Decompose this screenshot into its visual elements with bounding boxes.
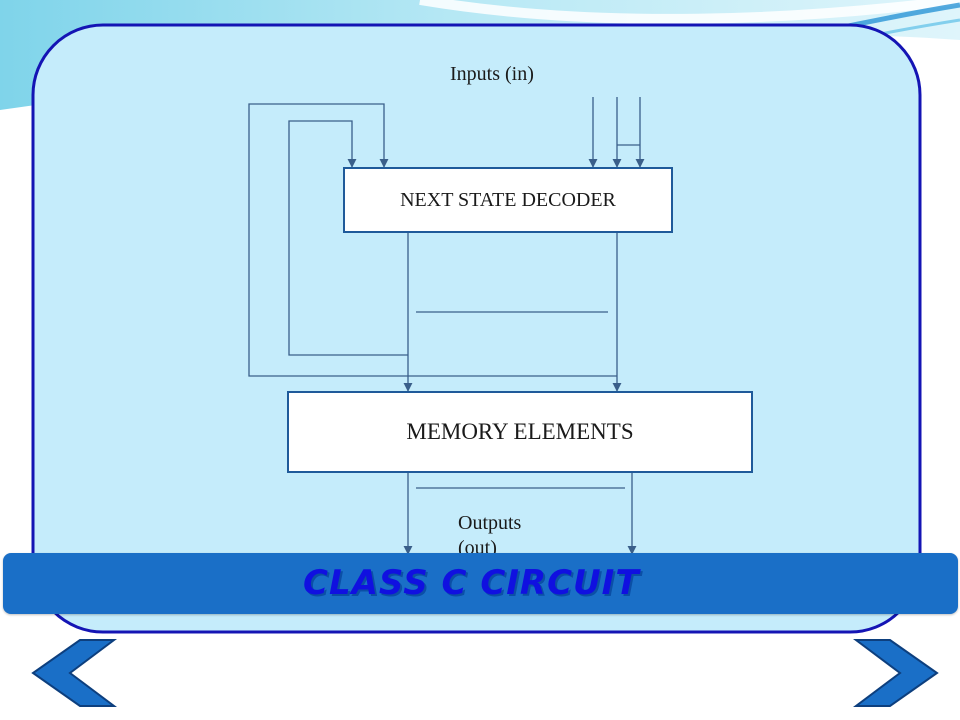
memory-elements-box: MEMORY ELEMENTS	[287, 391, 753, 473]
slide-title: CLASS C CIRCUIT	[303, 563, 640, 603]
previous-slide-button[interactable]	[30, 638, 120, 708]
next-state-decoder-label: NEXT STATE DECODER	[400, 188, 616, 211]
chevron-left-icon	[31, 639, 117, 707]
next-state-decoder-box: NEXT STATE DECODER	[343, 167, 673, 233]
outputs-label-line-1: Outputs	[458, 512, 522, 534]
title-banner: CLASS C CIRCUIT	[3, 553, 958, 614]
next-slide-button[interactable]	[850, 638, 940, 708]
memory-elements-label: MEMORY ELEMENTS	[406, 419, 634, 444]
output-lines	[403, 472, 637, 555]
chevron-right-icon	[853, 639, 939, 707]
feedback-lines	[248, 103, 617, 377]
content-panel	[31, 23, 922, 634]
input-lines	[588, 97, 645, 168]
decoder-to-memory-lines	[403, 233, 622, 392]
inputs-label: Inputs (in)	[450, 63, 534, 85]
